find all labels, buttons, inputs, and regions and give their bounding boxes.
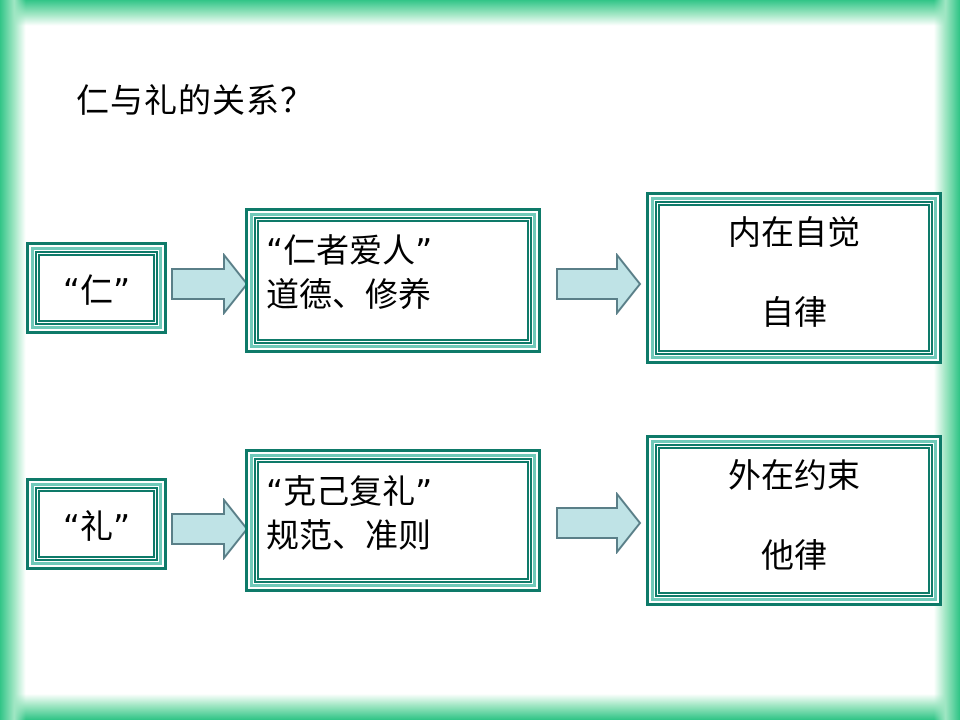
ren-box: “仁”: [26, 242, 167, 334]
ren-result-line1: 内在自觉: [728, 213, 860, 252]
ren-quote: “仁者爱人”: [266, 231, 433, 270]
li-norms: 规范、准则: [266, 516, 431, 555]
li-label: “礼”: [62, 507, 131, 546]
frame-left-edge: [0, 0, 26, 720]
ren-result-line2: 自律: [761, 293, 827, 332]
ren-meaning-text: “仁者爱人” 道德、修养: [266, 229, 432, 317]
frame-top-edge: [0, 0, 960, 26]
arrow-right-icon: [171, 253, 249, 315]
arrow-right-icon: [556, 253, 642, 315]
ren-morality: 道德、修养: [266, 275, 431, 314]
arrow-right-icon: [556, 492, 642, 554]
li-meaning-box: “克己复礼” 规范、准则: [245, 449, 541, 592]
ren-meaning-box: “仁者爱人” 道德、修养: [245, 208, 541, 353]
ren-result-box: 内在自觉 自律: [646, 192, 942, 364]
arrow-right-icon: [171, 498, 249, 560]
ren-label: “仁”: [62, 271, 131, 310]
li-box: “礼”: [26, 478, 167, 570]
li-quote: “克己复礼”: [266, 472, 433, 511]
li-result-line1: 外在约束: [728, 456, 860, 495]
page-title: 仁与礼的关系？: [76, 81, 314, 120]
frame-bottom-edge: [0, 694, 960, 720]
li-meaning-text: “克己复礼” 规范、准则: [266, 470, 432, 558]
li-result-box: 外在约束 他律: [646, 435, 942, 606]
li-result-line2: 他律: [761, 536, 827, 575]
